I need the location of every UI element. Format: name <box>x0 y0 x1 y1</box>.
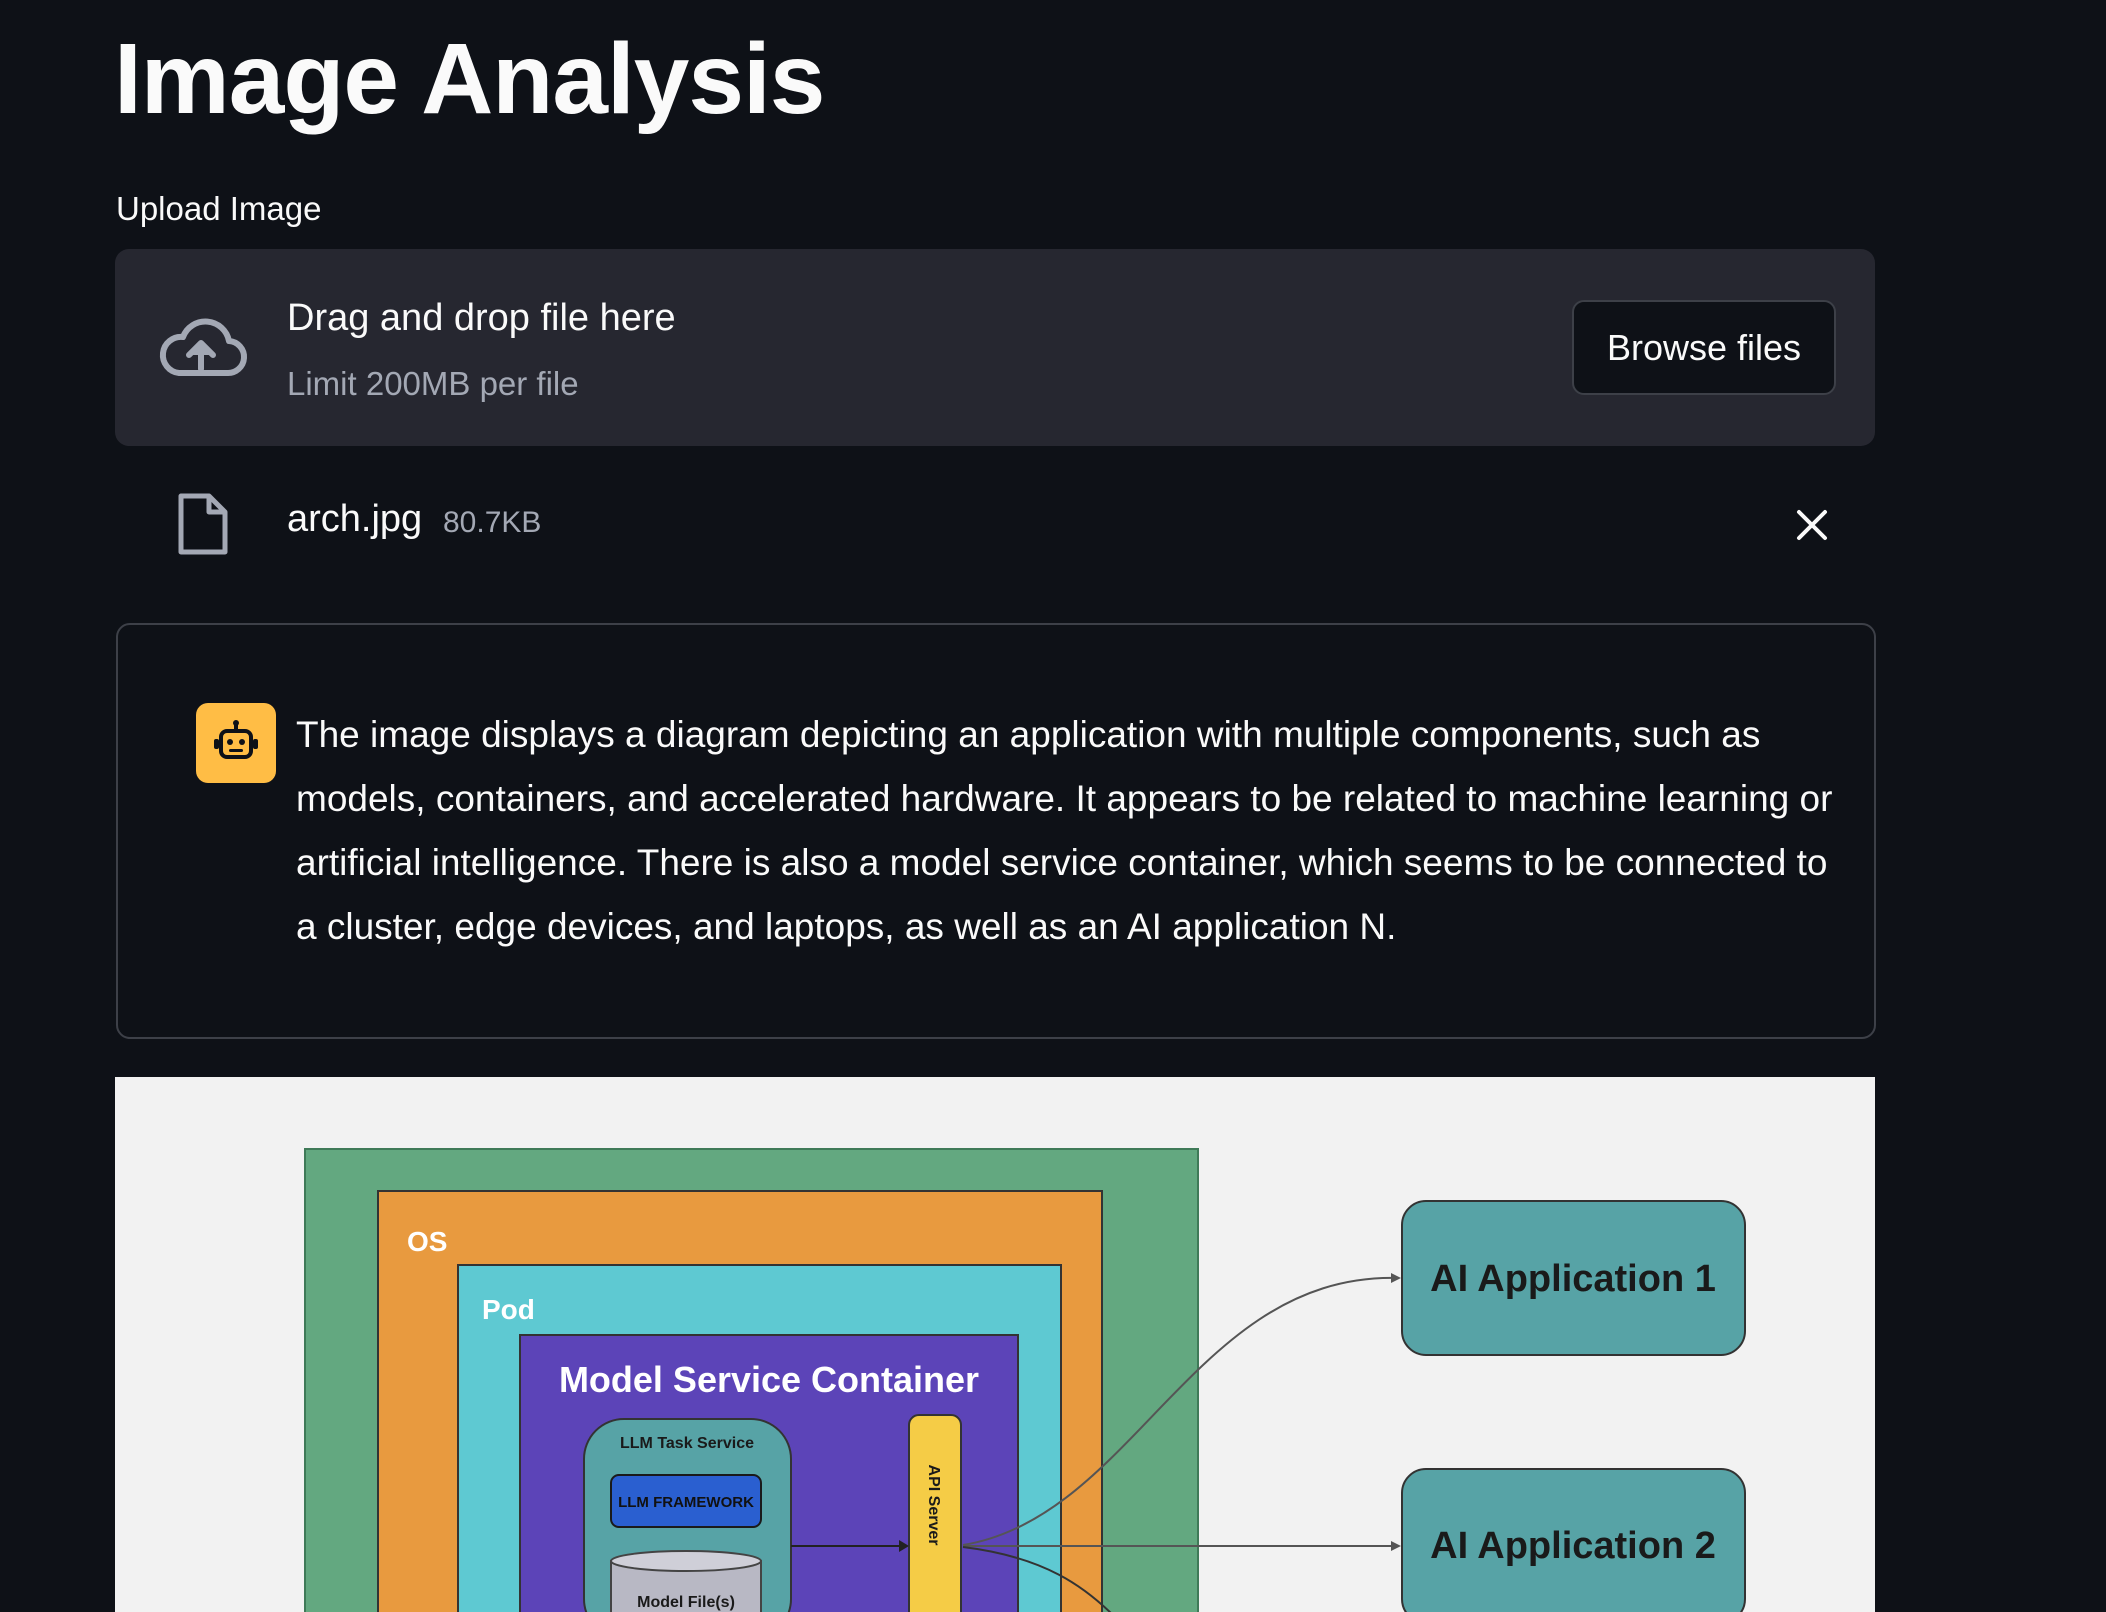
assistant-message-container: The image displays a diagram depicting a… <box>116 623 1876 1039</box>
cloud-upload-icon <box>159 318 247 377</box>
diagram-llm-task-label: LLM Task Service <box>620 1435 754 1452</box>
uploaded-file-row: arch.jpg 80.7KB <box>115 480 1875 560</box>
browse-files-button[interactable]: Browse files <box>1572 300 1836 395</box>
diagram-api-server-label: API Server <box>925 1465 942 1546</box>
diagram-model-files-cylinder <box>610 1560 762 1612</box>
uploaded-image-preview: OS Pod Model Service Container LLM Task … <box>115 1077 1875 1612</box>
page-title: Image Analysis <box>114 23 825 135</box>
diagram-app2-label: AI Application 2 <box>1430 1525 1716 1567</box>
assistant-avatar <box>196 703 276 783</box>
file-name: arch.jpg <box>287 498 423 540</box>
diagram-app2-box <box>1401 1468 1746 1612</box>
file-icon <box>178 493 228 555</box>
upload-label: Upload Image <box>116 190 322 227</box>
diagram-llm-framework-label: LLM FRAMEWORK <box>618 1494 754 1511</box>
diagram-pod-label: Pod <box>482 1294 535 1325</box>
file-size: 80.7KB <box>443 506 542 539</box>
dropzone-limit: Limit 200MB per file <box>287 365 579 402</box>
dropzone-instructions: Drag and drop file here <box>287 297 676 339</box>
assistant-message-text: The image displays a diagram depicting a… <box>296 714 1833 947</box>
diagram-container-title: Model Service Container <box>559 1359 979 1400</box>
close-icon[interactable] <box>1793 506 1831 544</box>
diagram-app1-label: AI Application 1 <box>1430 1258 1716 1300</box>
diagram-model-files-label: Model File(s) <box>637 1594 735 1611</box>
diagram-os-label: OS <box>407 1226 447 1257</box>
architecture-diagram: OS Pod Model Service Container LLM Task … <box>304 1148 1746 1612</box>
diagram-app1-box <box>1401 1200 1746 1356</box>
robot-icon <box>214 720 258 759</box>
diagram-api-server-box <box>908 1414 962 1612</box>
file-dropzone[interactable]: Drag and drop file here Limit 200MB per … <box>115 249 1875 446</box>
diagram-llm-framework-box <box>610 1474 762 1528</box>
